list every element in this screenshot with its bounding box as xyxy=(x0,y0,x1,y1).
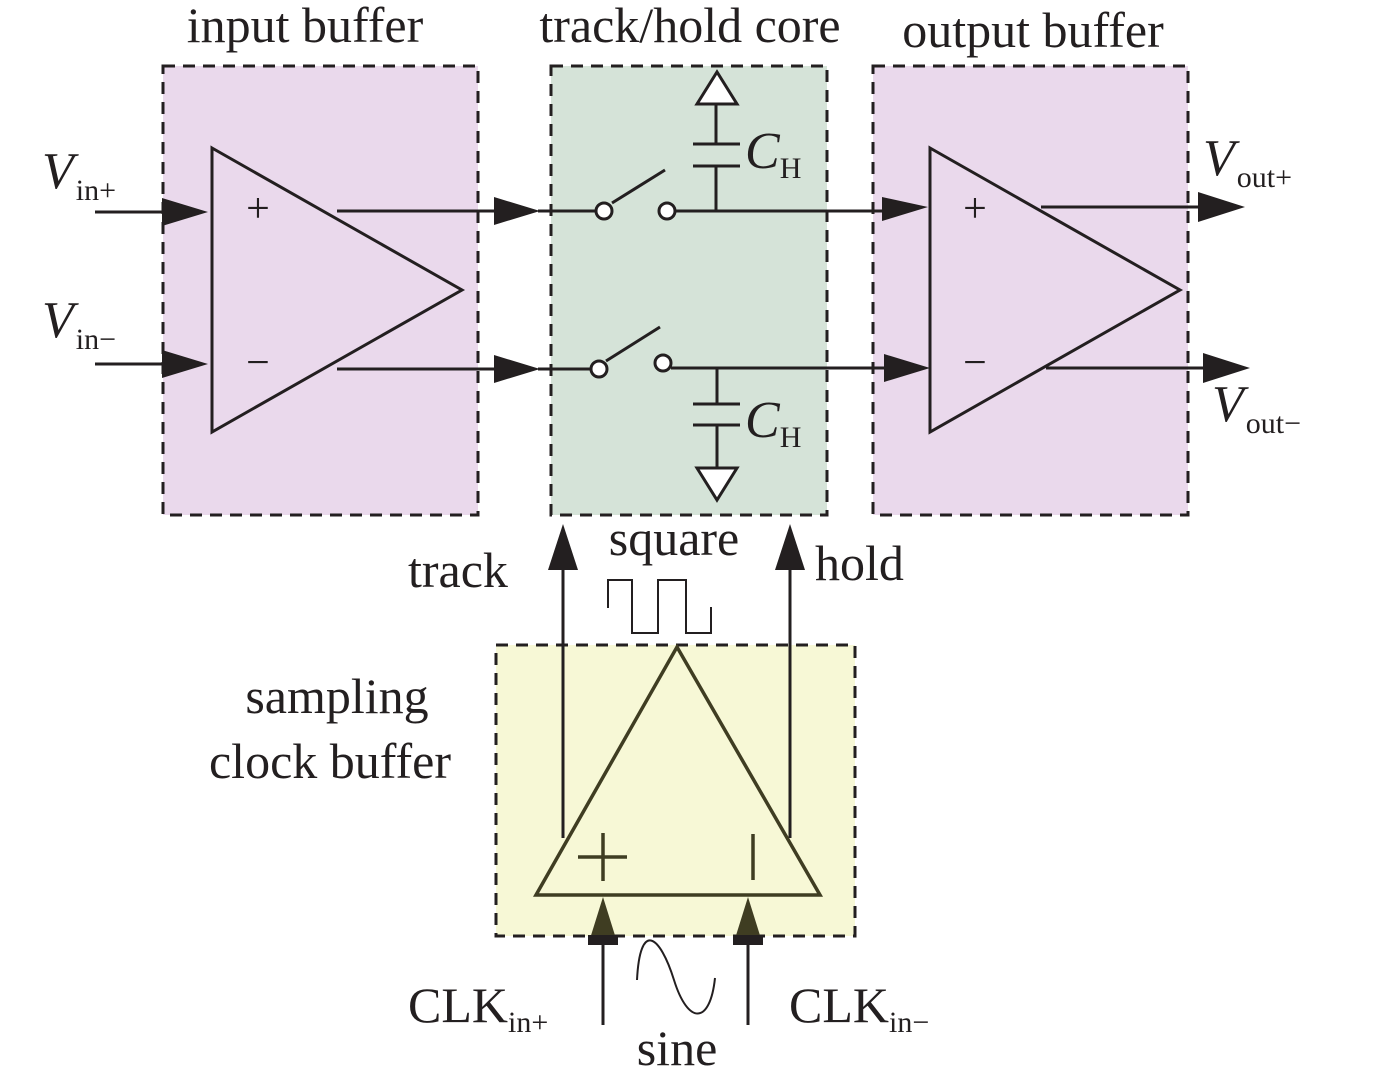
clock-buffer-box xyxy=(494,643,857,938)
vout-minus-arrow-icon xyxy=(1203,353,1250,383)
top-switch-terminal-b xyxy=(657,201,677,221)
sine-label: sine xyxy=(637,1020,718,1073)
bottom-ground-triangle-icon xyxy=(694,466,740,503)
top-switch-terminal-a xyxy=(594,201,614,221)
track-hold-core-label: track/hold core xyxy=(539,0,840,53)
vin-plus-arrow-icon xyxy=(162,198,208,226)
vout-minus-label: Vout− xyxy=(1212,376,1301,440)
clock-buffer-label-line2: clock buffer xyxy=(209,733,451,789)
output-buffer-minus-sign: − xyxy=(963,340,987,386)
hold-arrow-icon xyxy=(775,524,805,570)
input-buffer-box xyxy=(161,64,480,517)
vout-plus-arrow-icon xyxy=(1198,192,1245,222)
bottom-cap-label: CH xyxy=(745,392,801,454)
track-label: track xyxy=(408,542,508,598)
bottom-switch-terminal-b xyxy=(653,353,673,373)
clk-plus-arrow-icon xyxy=(588,897,618,945)
top-supply-triangle-icon xyxy=(694,69,740,106)
top-switch-blade xyxy=(611,168,666,205)
clk-plus-arrow-base xyxy=(588,935,618,945)
top-cap-label: CH xyxy=(745,123,801,185)
core-top-input-arrow-icon xyxy=(494,197,540,225)
clk-minus-arrow-icon xyxy=(733,897,763,945)
input-buffer-minus-sign: − xyxy=(246,340,270,386)
output-buffer-box xyxy=(871,64,1190,517)
clk-minus-label: CLKin− xyxy=(789,977,929,1039)
vin-plus-label: Vin+ xyxy=(42,143,116,207)
vin-minus-arrow-icon xyxy=(162,350,208,378)
output-buffer-minus-arrow-icon xyxy=(884,354,930,382)
output-buffer-amplifier-icon xyxy=(928,145,1184,435)
hold-label: hold xyxy=(815,535,904,591)
track-arrow-icon xyxy=(548,524,578,570)
output-buffer-plus-arrow-icon xyxy=(882,197,928,221)
square-wave-icon xyxy=(607,579,712,634)
output-buffer-label: output buffer xyxy=(902,2,1164,58)
bottom-switch-terminal-a xyxy=(589,359,609,379)
input-buffer-label: input buffer xyxy=(187,0,424,53)
sine-wave-icon xyxy=(636,939,716,1015)
clk-plus-label: CLKin+ xyxy=(408,977,548,1039)
vout-plus-label: Vout+ xyxy=(1203,130,1292,194)
input-buffer-amplifier-icon xyxy=(210,145,466,435)
vin-minus-label: Vin− xyxy=(42,292,116,356)
track-hold-core-box xyxy=(549,64,829,517)
bottom-switch-blade xyxy=(605,325,661,363)
input-buffer-plus-sign: + xyxy=(246,186,270,232)
clk-minus-arrow-base xyxy=(733,935,763,945)
output-buffer-plus-sign: + xyxy=(963,186,987,232)
square-label: square xyxy=(609,510,740,566)
clock-buffer-label-line1: sampling xyxy=(245,668,428,724)
core-bottom-input-arrow-icon xyxy=(494,355,540,383)
clock-buffer-amplifier-icon xyxy=(532,643,824,897)
